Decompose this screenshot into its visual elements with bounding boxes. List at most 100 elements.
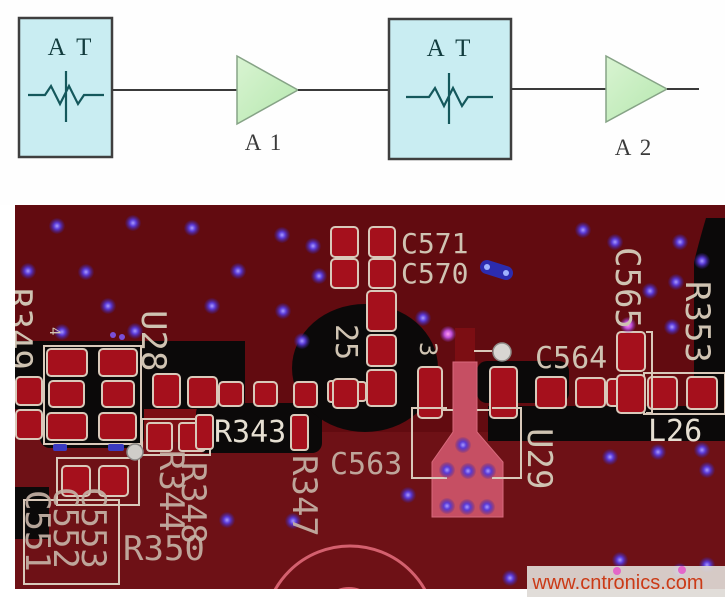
drill-hole [126,443,144,461]
smd-pad [616,331,646,372]
smd-pad [293,381,318,408]
board-arc [338,587,360,589]
ground-plane-cutout [292,304,438,432]
micro-via [110,332,116,338]
component-c565-pads [616,331,653,414]
label-l26: L26 [648,414,702,449]
diagram-background [0,0,725,205]
courtyard-bracket [411,407,447,479]
smd-pad [417,366,443,419]
label-pin4: 4 [46,327,62,335]
smd-pad [101,380,135,408]
copper-trace [455,328,475,364]
courtyard-outline [56,457,140,506]
component-c55x-group [23,457,140,585]
smd-pad [46,348,88,377]
label-r343: R343 [214,415,286,450]
watermark: www.cntronics.com [527,566,725,597]
micro-via [119,334,125,340]
smd-pad [366,369,397,407]
label-r353: R353 [677,281,717,363]
attenuator-symbol-icon [406,73,493,124]
via-through-watermark [613,567,621,575]
middle-pad-row [152,373,359,409]
smd-pad [368,258,396,289]
smd-pad [98,465,129,497]
smd-pad [330,226,359,258]
smd-pad [15,409,43,440]
smd-pad [253,381,278,407]
smd-pad [535,376,567,409]
smd-pad [218,381,244,407]
smd-pad [332,378,359,409]
label-c551: C551 [17,490,57,572]
smd-pad [146,422,173,452]
smd-pad [330,258,359,289]
label-r344: R344 [151,450,191,532]
label-l25: 25 [328,324,363,360]
smd-pad [61,465,91,497]
courtyard-outline [43,345,142,445]
attenuator1-label: A T [48,34,95,61]
smd-pad [575,377,606,408]
smd-pad [195,414,214,450]
label-c563: C563 [330,447,402,482]
label-c565: C565 [607,247,647,329]
amplifier2-label: A 2 [615,135,654,160]
label-c552: C552 [45,487,85,569]
attenuator-symbol-icon [28,71,104,122]
via-center [503,270,509,276]
smd-pad [152,373,181,408]
smd-pad [48,380,85,408]
label-r349: R349 [0,288,39,370]
block-diagram: A T A 1 A T A 2 [0,0,725,205]
smd-pad [368,226,396,258]
smd-pad [98,412,137,441]
ground-plane-cutout [488,406,725,441]
component-c570-pads [330,258,396,289]
label-u28: U28 [133,310,173,371]
watermark-text: www.cntronics.com [531,572,703,594]
pcb-layout: C571 C570 C565 R353 C564 L26 25 3 4 U28 … [0,205,725,589]
attenuator2-label: A T [427,35,474,62]
silkscreen-labels: C571 C570 C565 R353 C564 L26 25 3 4 U28 … [0,227,717,572]
smd-pad [686,376,718,410]
label-u29: U29 [519,428,559,489]
ground-plane-cutout [15,487,49,539]
label-c570: C570 [401,257,468,290]
smd-pad [15,376,43,406]
component-c571-pads [330,226,396,258]
blue-via-pair [480,260,513,280]
drill-hole [492,342,512,362]
amplifier1-triangle-icon [236,54,300,126]
label-r348: R348 [173,462,213,544]
smd-pad [46,412,88,441]
blue-trace [480,260,513,280]
amplifier2-triangle-icon [605,54,669,124]
courtyard-outline [23,499,120,585]
amplifier1-label: A 1 [245,130,284,155]
smd-pad [366,334,397,367]
silk-mark [53,444,67,451]
component-u28-footprint [43,345,142,451]
via-field [20,215,715,586]
watermark-background [527,566,725,597]
label-r347: R347 [284,455,324,537]
label-c553: C553 [73,487,113,569]
label-c571: C571 [401,227,468,260]
board-arc [273,544,427,589]
smd-pad [290,414,309,451]
smd-pad [489,366,518,419]
courtyard-bracket [492,407,522,479]
courtyard-bracket [646,331,653,414]
smd-pad [366,290,397,332]
label-pin3: 3 [414,342,442,356]
smd-pad [187,376,218,408]
label-c564: C564 [535,341,607,376]
via-through-watermark [678,566,686,574]
smd-pad [647,376,678,410]
silk-mark [108,444,124,451]
via-center [484,264,490,270]
smd-pad [616,374,646,414]
